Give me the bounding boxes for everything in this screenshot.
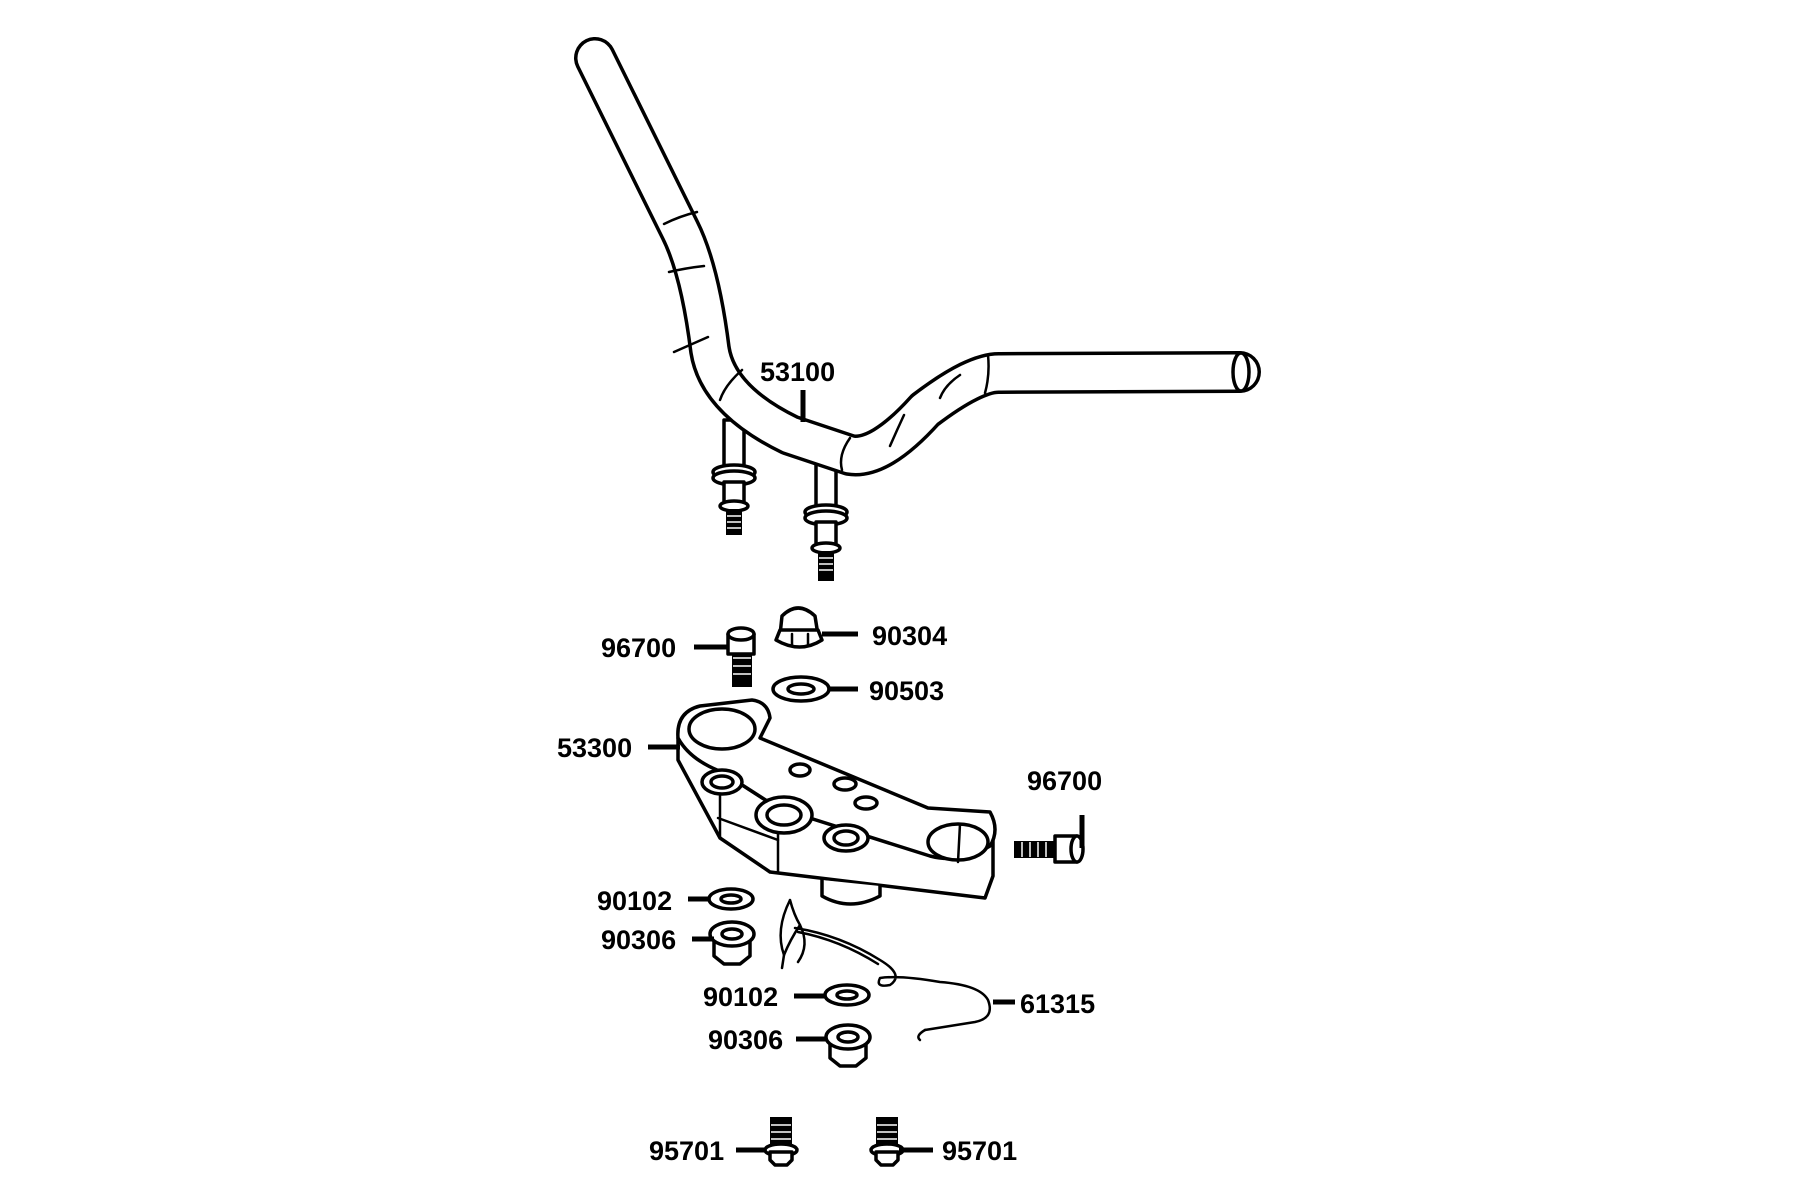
wire-clip-61315 — [779, 898, 992, 1042]
screw-95701-right — [869, 1117, 905, 1167]
label-90102-a: 90102 — [597, 886, 672, 916]
label-95701-left: 95701 — [649, 1136, 724, 1166]
label-90306-b: 90306 — [708, 1025, 783, 1055]
label-90102-b: 90102 — [703, 982, 778, 1012]
bolt-96700-left — [726, 626, 756, 687]
label-53100: 53100 — [760, 357, 835, 387]
handlebar-post-left — [711, 418, 757, 535]
leader-lines — [648, 390, 1085, 1153]
washer-90102-b — [823, 983, 871, 1007]
nut-90306-b — [824, 1023, 872, 1068]
handlebar — [574, 37, 1261, 581]
label-90306-a: 90306 — [601, 925, 676, 955]
washer-90102-a — [707, 887, 755, 911]
label-61315: 61315 — [1020, 989, 1095, 1019]
handlebar-post-right — [803, 458, 849, 581]
label-95701-right: 95701 — [942, 1136, 1017, 1166]
nut-90306-a — [708, 920, 756, 966]
screw-95701-left — [763, 1117, 799, 1167]
label-96700-left: 96700 — [601, 633, 676, 663]
label-96700-right: 96700 — [1027, 766, 1102, 796]
label-53300: 53300 — [557, 733, 632, 763]
washer-90503 — [771, 675, 831, 703]
part-labels: 53100 96700 90304 90503 53300 96700 9010… — [557, 357, 1102, 1166]
cap-nut-90304 — [774, 606, 824, 649]
label-90503: 90503 — [869, 676, 944, 706]
bolt-96700-right — [1014, 834, 1085, 864]
label-90304: 90304 — [872, 621, 947, 651]
triple-clamp-53300 — [676, 698, 997, 906]
